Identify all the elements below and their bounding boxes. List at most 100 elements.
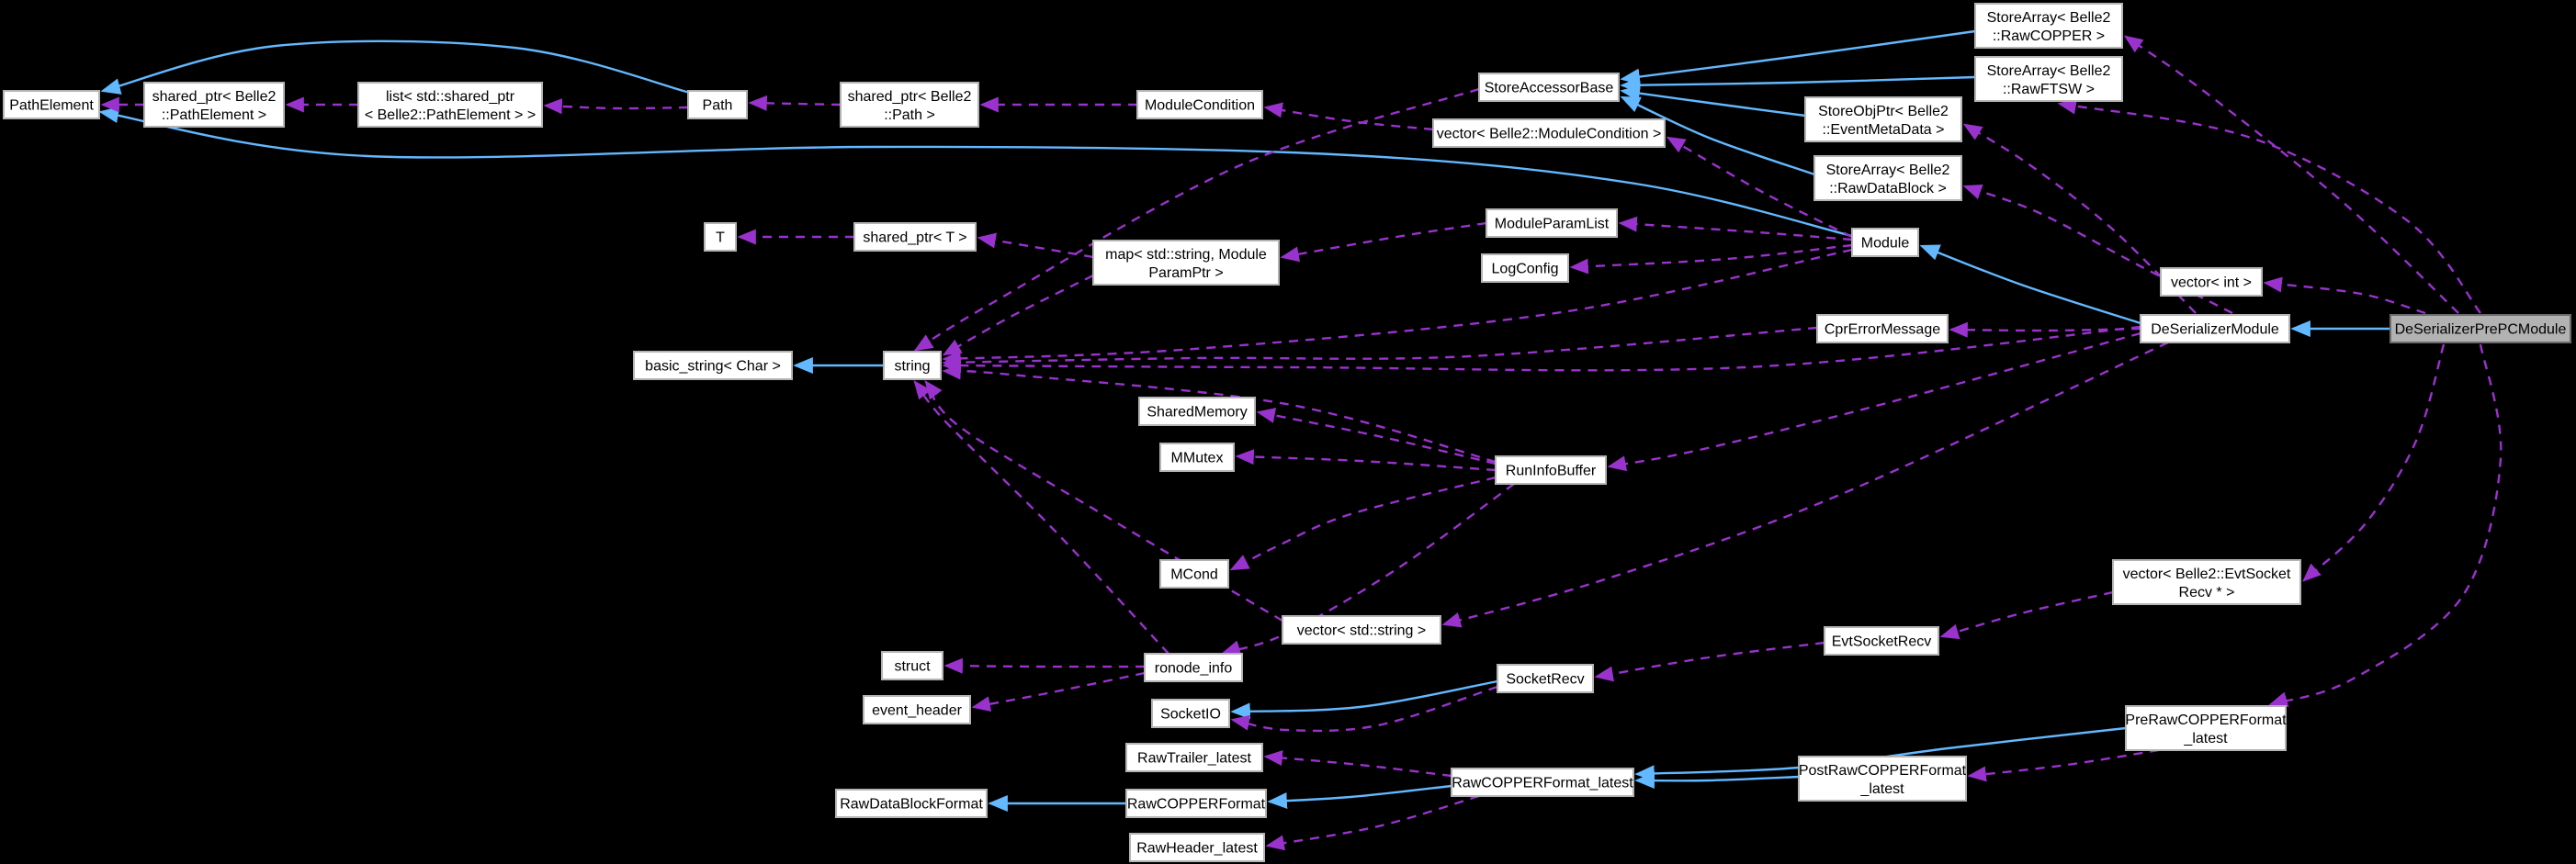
- node-deserializerprepcmodule[interactable]: DeSerializerPrePCModule: [2390, 314, 2571, 343]
- node-sharedptr-pathelement[interactable]: shared_ptr< Belle2::PathElement >: [143, 82, 285, 128]
- node-box-storeobjptr-eventmetadata[interactable]: [1804, 96, 1962, 142]
- node-logconfig[interactable]: LogConfig: [1481, 253, 1569, 283]
- node-box-modulecondition[interactable]: [1136, 90, 1263, 119]
- node-sharedptr-path[interactable]: shared_ptr< Belle2::Path >: [840, 82, 979, 128]
- node-storearray-rawdatablock[interactable]: StoreArray< Belle2::RawDataBlock >: [1813, 155, 1962, 201]
- node-label-rawtrailer-latest: RawTrailer_latest: [1137, 751, 1251, 767]
- node-box-string[interactable]: [883, 351, 942, 380]
- node-box-vector-int[interactable]: [2160, 267, 2263, 297]
- node-box-prerawcopperformat-latest[interactable]: [2125, 705, 2287, 751]
- node-moduleparamlist[interactable]: ModuleParamList: [1486, 208, 1618, 238]
- node-mcond[interactable]: MCond: [1159, 559, 1229, 589]
- node-box-rawheader-latest[interactable]: [1129, 833, 1265, 862]
- node-label-mcond: MCond: [1170, 567, 1218, 583]
- node-box-evtsocketrecv[interactable]: [1824, 626, 1939, 656]
- node-box-vector-string[interactable]: [1282, 615, 1441, 645]
- node-socketio[interactable]: SocketIO: [1151, 699, 1230, 728]
- node-box-mmutex[interactable]: [1159, 443, 1235, 472]
- node-event-header[interactable]: event_header: [863, 695, 971, 724]
- node-string[interactable]: string: [883, 351, 942, 380]
- node-box-vector-modulecondition[interactable]: [1432, 118, 1666, 148]
- node-box-sharedptr-t[interactable]: [853, 222, 977, 252]
- node-box-pathelement[interactable]: [3, 90, 100, 119]
- node-box-storearray-rawftsw[interactable]: [1974, 56, 2123, 102]
- node-storearray-rawftsw[interactable]: StoreArray< Belle2::RawFTSW >: [1974, 56, 2123, 102]
- edge-inherit-deserializermodule-to-module: [1919, 244, 2141, 325]
- node-box-basicstring-char[interactable]: [633, 351, 793, 380]
- node-box-rawtrailer-latest[interactable]: [1125, 743, 1263, 772]
- node-box-logconfig[interactable]: [1481, 253, 1569, 283]
- node-box-storeaccessorbase[interactable]: [1478, 73, 1620, 102]
- node-box-storearray-rawdatablock[interactable]: [1813, 155, 1962, 201]
- edge-inherit-postrawcopperformat-latest-to-rawcopperformat-latest: [1634, 772, 1800, 790]
- edge-use-runinfobuffer-to-mmutex: [1235, 449, 1497, 472]
- node-vector-int[interactable]: vector< int >: [2160, 267, 2263, 297]
- node-box-postrawcopperformat-latest[interactable]: [1798, 756, 1967, 802]
- node-modulecondition[interactable]: ModuleCondition: [1136, 90, 1263, 119]
- node-box-ronode-info[interactable]: [1144, 653, 1243, 682]
- node-box-rawcopperformat-latest[interactable]: [1451, 768, 1634, 797]
- node-rawcopperformat-latest[interactable]: RawCOPPERFormat_latest: [1451, 768, 1634, 797]
- node-mmutex[interactable]: MMutex: [1159, 443, 1235, 472]
- node-storearray-rawcopper[interactable]: StoreArray< Belle2::RawCOPPER >: [1974, 3, 2123, 49]
- node-module[interactable]: Module: [1851, 228, 1919, 257]
- node-label-vector-int: vector< int >: [2171, 275, 2252, 291]
- node-sharedmemory[interactable]: SharedMemory: [1138, 397, 1256, 426]
- node-label-storeobjptr-eventmetadata: StoreObjPtr< Belle2::EventMetaData >: [1818, 104, 1949, 138]
- node-box-deserializermodule[interactable]: [2140, 314, 2290, 343]
- node-box-module[interactable]: [1851, 228, 1919, 257]
- node-label-sharedptr-t: shared_ptr< T >: [863, 230, 966, 246]
- node-label-prerawcopperformat-latest: PreRawCOPPERFormat_latest: [2125, 713, 2287, 746]
- node-box-sharedptr-path[interactable]: [840, 82, 979, 128]
- node-prerawcopperformat-latest[interactable]: PreRawCOPPERFormat_latest: [2125, 705, 2287, 751]
- node-rawdatablockformat[interactable]: RawDataBlockFormat: [835, 789, 988, 818]
- node-postrawcopperformat-latest[interactable]: PostRawCOPPERFormat_latest: [1798, 756, 1967, 802]
- node-runinfobuffer[interactable]: RunInfoBuffer: [1495, 455, 1607, 485]
- node-box-struct[interactable]: [881, 651, 943, 680]
- node-socketrecv[interactable]: SocketRecv: [1497, 664, 1594, 693]
- node-vector-string[interactable]: vector< std::string >: [1282, 615, 1441, 645]
- node-label-string: string: [894, 359, 930, 375]
- node-label-cprerrormessage: CprErrorMessage: [1825, 322, 1940, 338]
- node-box-moduleparamlist[interactable]: [1486, 208, 1618, 238]
- node-vector-modulecondition[interactable]: vector< Belle2::ModuleCondition >: [1432, 118, 1666, 148]
- node-t[interactable]: T: [704, 222, 737, 252]
- node-box-t[interactable]: [704, 222, 737, 252]
- node-box-mcond[interactable]: [1159, 559, 1229, 589]
- node-sharedptr-t[interactable]: shared_ptr< T >: [853, 222, 977, 252]
- node-struct[interactable]: struct: [881, 651, 943, 680]
- node-evtsocketrecv[interactable]: EvtSocketRecv: [1824, 626, 1939, 656]
- node-rawcopperformat[interactable]: RawCOPPERFormat: [1125, 789, 1267, 818]
- node-box-rawcopperformat[interactable]: [1125, 789, 1267, 818]
- node-list-sharedptr-pathelement[interactable]: list< std::shared_ptr< Belle2::PathEleme…: [357, 82, 543, 128]
- node-rawtrailer-latest[interactable]: RawTrailer_latest: [1125, 743, 1263, 772]
- node-box-vector-evtsocketrecv[interactable]: [2112, 559, 2301, 605]
- node-basicstring-char[interactable]: basic_string< Char >: [633, 351, 793, 380]
- node-cprerrormessage[interactable]: CprErrorMessage: [1816, 314, 1949, 343]
- node-box-map-moduleparamptr[interactable]: [1092, 240, 1280, 286]
- node-pathelement[interactable]: PathElement: [3, 90, 100, 119]
- node-box-path[interactable]: [687, 90, 748, 119]
- node-box-storearray-rawcopper[interactable]: [1974, 3, 2123, 49]
- node-label-storearray-rawftsw: StoreArray< Belle2::RawFTSW >: [1987, 63, 2111, 97]
- node-box-runinfobuffer[interactable]: [1495, 455, 1607, 485]
- node-box-event-header[interactable]: [863, 695, 971, 724]
- node-box-sharedptr-pathelement[interactable]: [143, 82, 285, 128]
- node-storeaccessorbase[interactable]: StoreAccessorBase: [1478, 73, 1620, 102]
- edge-use-module-to-string: [942, 248, 1853, 366]
- node-storeobjptr-eventmetadata[interactable]: StoreObjPtr< Belle2::EventMetaData >: [1804, 96, 1962, 142]
- node-box-list-sharedptr-pathelement[interactable]: [357, 82, 543, 128]
- node-box-cprerrormessage[interactable]: [1816, 314, 1949, 343]
- node-box-socketio[interactable]: [1151, 699, 1230, 728]
- edge-use-deserializerprepcmodule-to-vector-int: [2263, 276, 2426, 315]
- node-path[interactable]: Path: [687, 90, 748, 119]
- node-ronode-info[interactable]: ronode_info: [1144, 653, 1243, 682]
- node-deserializermodule[interactable]: DeSerializerModule: [2140, 314, 2290, 343]
- node-box-sharedmemory[interactable]: [1138, 397, 1256, 426]
- node-box-rawdatablockformat[interactable]: [835, 789, 988, 818]
- node-box-deserializerprepcmodule[interactable]: [2390, 314, 2571, 343]
- node-rawheader-latest[interactable]: RawHeader_latest: [1129, 833, 1265, 862]
- node-box-socketrecv[interactable]: [1497, 664, 1594, 693]
